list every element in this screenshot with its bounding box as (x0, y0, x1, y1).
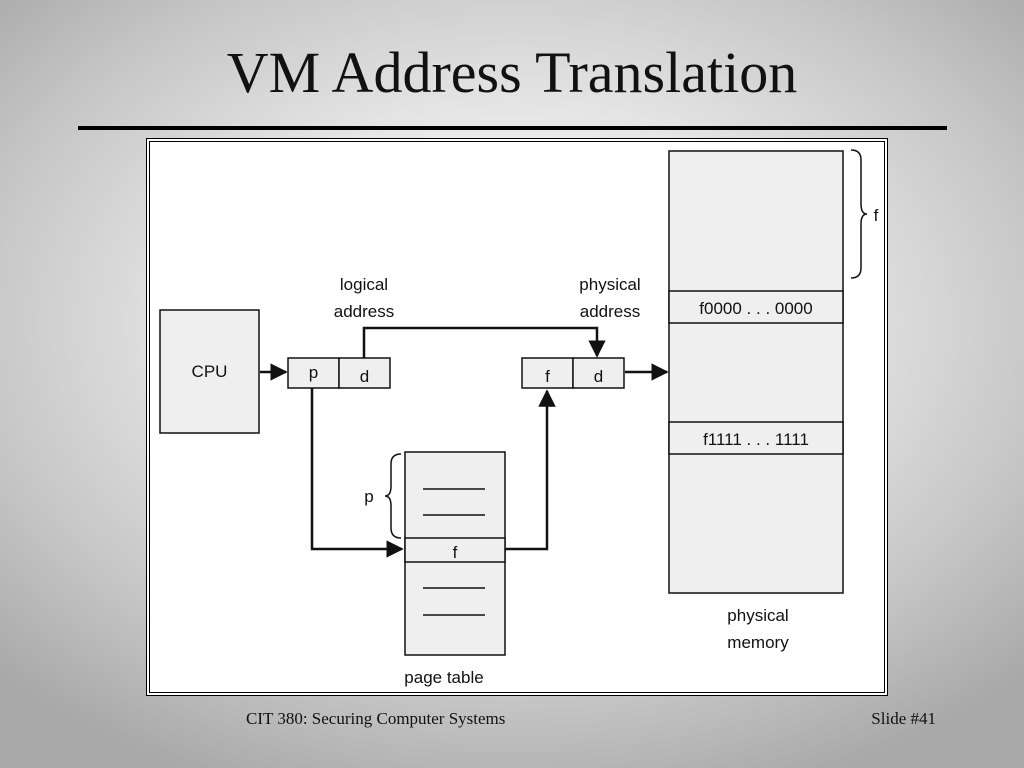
footer-course: CIT 380: Securing Computer Systems (246, 709, 506, 728)
frame-start-label: f0000 . . . 0000 (699, 299, 812, 318)
frame-lookup-arrow (505, 389, 556, 551)
page-index-arrow (310, 388, 404, 558)
frame-brace-label: f (874, 206, 879, 225)
page-index-brace (384, 453, 402, 539)
physical-memory-label-line1: physical (727, 606, 788, 625)
physical-memory: f0000 . . . 0000 f1111 . . . 1111 (668, 150, 844, 594)
physical-address-box: f d (521, 357, 625, 389)
page-table-entry-label: f (453, 543, 458, 562)
logical-page-field: p (309, 363, 318, 382)
offset-copy-arrow (362, 326, 606, 358)
title-divider (78, 126, 947, 130)
frame-end-row (668, 421, 844, 455)
physical-frame-field: f (545, 367, 550, 386)
slide-title: VM Address Translation (226, 40, 798, 105)
logical-offset-field: d (360, 367, 369, 386)
cpu-label: CPU (192, 362, 228, 381)
page-table: f (404, 451, 506, 656)
frame-end-label: f1111 . . . 1111 (703, 430, 809, 449)
logical-address-label-line2: address (334, 302, 394, 321)
page-table-label: page table (404, 668, 483, 687)
footer-slide-number: Slide #41 (871, 709, 936, 728)
frame-brace (850, 149, 868, 279)
physical-memory-label-line2: memory (727, 633, 789, 652)
page-index-brace-label: p (364, 487, 373, 506)
logical-address-label-line1: logical (340, 275, 388, 294)
physical-address-label-line1: physical (579, 275, 640, 294)
translation-diagram: CPU p d logical address f d physical add… (159, 149, 879, 687)
physical-address-label-line2: address (580, 302, 640, 321)
logical-address-box: p d (287, 357, 391, 389)
diagram-frame: CPU p d logical address f d physical add… (146, 138, 888, 696)
physical-offset-field: d (594, 367, 603, 386)
frame-start-row (668, 290, 844, 324)
cpu-box: CPU (159, 309, 260, 434)
